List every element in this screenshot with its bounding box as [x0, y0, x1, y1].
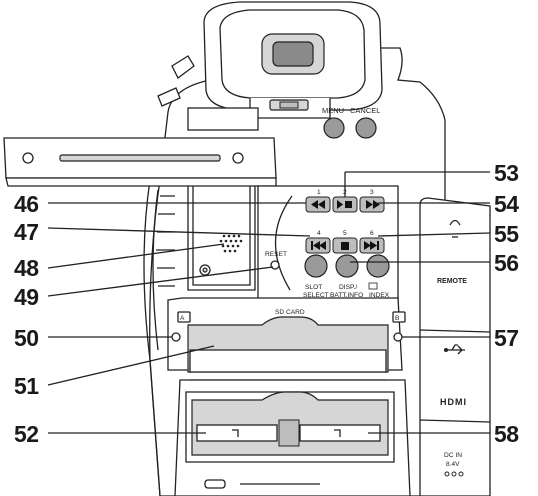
- callout-48: 48: [14, 255, 39, 281]
- callout-56: 56: [494, 250, 519, 276]
- leader-48: [47, 243, 225, 269]
- skip-forward-icon: [364, 241, 379, 250]
- leader-47: [47, 227, 311, 237]
- usb-icon: [444, 344, 465, 355]
- speaker-grille: [219, 234, 243, 253]
- index-button[interactable]: [366, 254, 390, 278]
- callout-53: 53: [494, 160, 519, 186]
- leader-55: [377, 232, 491, 237]
- rewind-icon: [311, 200, 325, 209]
- index-label: INDEX: [369, 292, 390, 299]
- leader-49: [47, 266, 274, 297]
- callout-50: 50: [14, 325, 39, 351]
- leader-lines: [47, 171, 491, 434]
- hdmi-label: HDMI: [440, 397, 467, 407]
- playback-panel: 1 2 3 4 5 6: [257, 185, 399, 301]
- sd-slot-a[interactable]: [196, 424, 278, 442]
- callout-47: 47: [14, 219, 39, 245]
- skip-back-icon: [311, 241, 326, 250]
- slot-select-label-1: SLOT: [305, 284, 322, 291]
- fast-forward-icon: [366, 200, 380, 209]
- btn-num-6: 6: [370, 230, 374, 237]
- slot-select-label-2: SELECT: [303, 292, 329, 299]
- callout-54: 54: [494, 191, 519, 217]
- menu-label: MENU: [322, 106, 344, 115]
- viewfinder-eyecup: [203, 1, 383, 119]
- leader-51: [47, 345, 215, 386]
- disp-label-2: BATT.INFO: [330, 292, 363, 299]
- callout-52: 52: [14, 421, 39, 447]
- disp-label-1: DISP./: [339, 284, 357, 291]
- disp-batt-info-button[interactable]: [335, 254, 359, 278]
- slot-a-label: A: [180, 315, 185, 322]
- play-stop-icon: [337, 200, 352, 209]
- menu-button[interactable]: [323, 117, 345, 139]
- slot-b-label: B: [395, 315, 400, 322]
- slot-b-indicator: [393, 332, 403, 342]
- callout-46: 46: [14, 191, 39, 217]
- slot-select-button[interactable]: [304, 254, 328, 278]
- sd-card-label: SD CARD: [275, 309, 305, 316]
- btn-num-3: 3: [370, 189, 374, 196]
- callout-58: 58: [494, 421, 519, 447]
- cancel-label: CANCEL: [350, 106, 380, 115]
- menu-cancel-buttons: MENU CANCEL: [322, 106, 380, 139]
- sd-card-area: A B SD CARD: [167, 297, 406, 381]
- cancel-button[interactable]: [355, 117, 377, 139]
- sd-slot-frame: [174, 379, 411, 496]
- index-icon: [368, 282, 378, 290]
- callout-51: 51: [14, 373, 39, 399]
- terminal-panel: REMOTE HDMI DC IN 8.4V: [419, 197, 491, 496]
- btn-num-1: 1: [317, 189, 321, 196]
- callout-57: 57: [494, 325, 519, 351]
- slot-a-indicator: [171, 332, 181, 342]
- callout-55: 55: [494, 221, 519, 247]
- dc-in-label-2: 8.4V: [446, 461, 460, 468]
- callout-numbers: 46 47 48 49 50 51 52 53 54 55 56 57 58: [14, 160, 520, 447]
- lcd-mount: [187, 107, 259, 291]
- remote-label: REMOTE: [437, 278, 467, 285]
- btn-num-5: 5: [343, 230, 347, 237]
- lcd-panel: [3, 137, 277, 187]
- headphone-icon: [449, 219, 461, 238]
- stop-icon: [341, 242, 349, 250]
- reset-label: RESET: [265, 251, 287, 258]
- dc-in-label-1: DC IN: [444, 452, 462, 459]
- reset-button[interactable]: [270, 260, 280, 270]
- callout-49: 49: [14, 284, 39, 310]
- btn-num-4: 4: [317, 230, 321, 237]
